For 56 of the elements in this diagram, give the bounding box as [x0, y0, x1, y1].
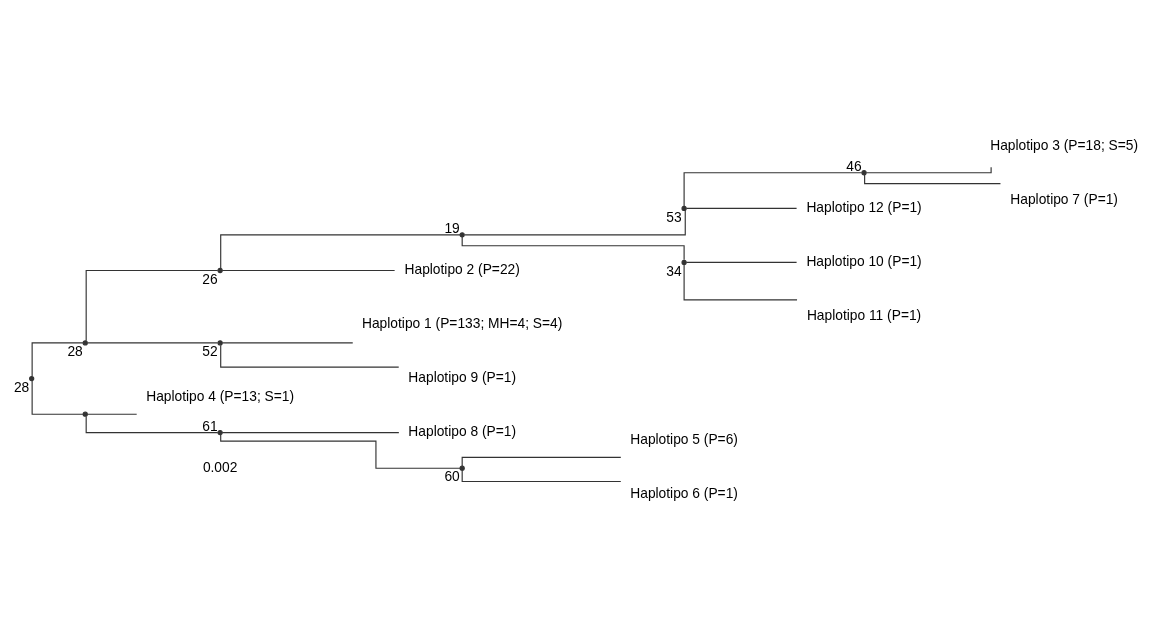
node-point	[861, 170, 867, 176]
node-label: 26	[202, 271, 218, 287]
connector	[85, 269, 219, 342]
node-text: Haplotipo 2 (P=22)	[404, 262, 520, 278]
node-text: Haplotipo 9 (P=1)	[408, 370, 516, 386]
node-point	[681, 205, 687, 212]
node-point	[217, 429, 223, 436]
connector	[461, 236, 685, 261]
node-text: Haplotipo 12 (P=1)	[806, 199, 922, 215]
node-label: 53	[666, 209, 682, 225]
node-text: Haplotipo 8 (P=1)	[408, 424, 516, 440]
connector	[31, 380, 84, 415]
label: 0.002	[202, 459, 238, 475]
connector	[685, 261, 798, 263]
node-label: 28	[13, 379, 30, 395]
connector	[461, 456, 622, 467]
node-point	[217, 267, 223, 274]
connector	[221, 432, 400, 434]
node-text: Haplotipo 1 (P=133; MH=4; S=4)	[362, 316, 563, 332]
node-text: Haplotipo 11 (P=1)	[806, 308, 922, 324]
node-label: 34	[666, 263, 682, 279]
node-label: 60	[444, 469, 460, 485]
node-text: Haplotipo 5 (P=6)	[630, 432, 738, 448]
node-point	[459, 232, 465, 238]
node-text: Haplotipo 10 (P=1)	[806, 254, 922, 269]
connector	[85, 415, 219, 434]
connector	[221, 342, 354, 344]
node-point	[217, 340, 223, 346]
connector	[220, 344, 400, 368]
node-label: 46	[846, 158, 862, 174]
connector	[31, 342, 84, 377]
connector	[87, 342, 219, 344]
node-text: Haplotipo 7 (P=1)	[1010, 191, 1118, 207]
connector	[683, 264, 798, 301]
node-point	[82, 340, 88, 346]
connector	[220, 234, 461, 269]
node-label: 52	[202, 344, 218, 360]
node-label: 61	[202, 418, 218, 434]
connector	[864, 174, 1002, 185]
connector	[685, 207, 798, 209]
node-label: 28	[67, 344, 83, 360]
node-point	[459, 465, 465, 471]
connector	[220, 434, 461, 469]
connector	[221, 269, 396, 272]
node-text: Haplotipo 6 (P=1)	[630, 486, 738, 502]
node-label: 19	[444, 221, 460, 236]
connector	[87, 413, 138, 415]
node-point	[681, 259, 687, 266]
connector	[464, 209, 686, 236]
node-text: Haplotipo 3 (P=18; S=5)	[990, 137, 1139, 153]
connector	[461, 470, 622, 483]
node-text: Haplotipo 4 (P=13; S=1)	[146, 388, 295, 404]
connector	[683, 172, 863, 207]
connector	[865, 166, 992, 174]
node-point	[82, 411, 88, 417]
node-point	[29, 375, 35, 382]
